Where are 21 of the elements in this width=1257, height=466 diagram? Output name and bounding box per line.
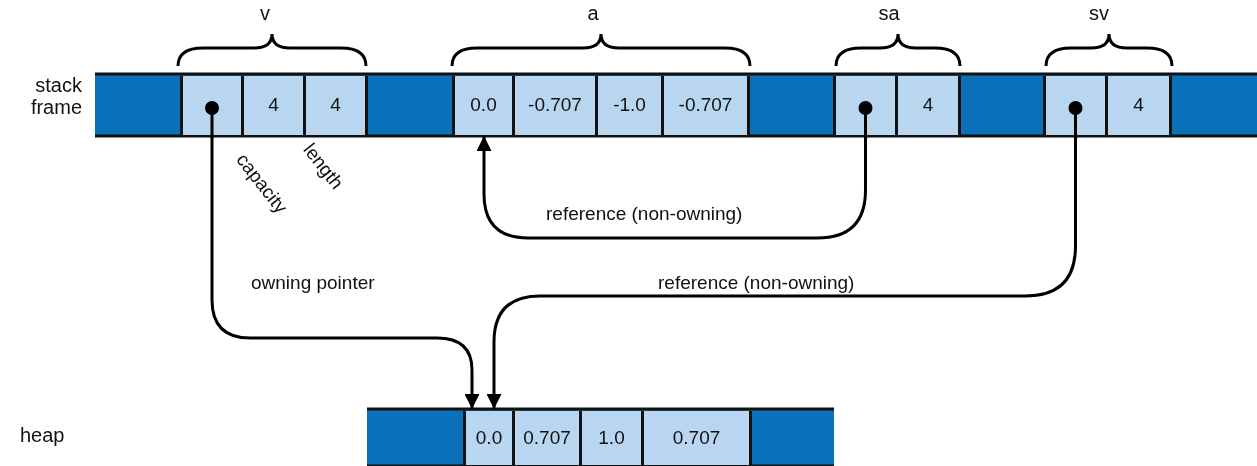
- memory-cell: 0.0: [463, 410, 515, 465]
- memory-cell: 0.707: [641, 410, 752, 465]
- variable-name: v: [260, 2, 270, 24]
- memory-cell: 0.0: [452, 75, 515, 135]
- arrow: [210, 136, 480, 409]
- memory-cell: -1.0: [595, 75, 664, 135]
- memory-cell: 4: [895, 75, 961, 135]
- memory-cell: 4: [303, 75, 368, 135]
- row-label: heap: [20, 424, 65, 446]
- memory-cell: -0.707: [661, 75, 750, 135]
- arrow: [486, 136, 1077, 409]
- arrow: [476, 136, 867, 240]
- memory-cell: 1.0: [579, 410, 644, 465]
- memory-cell: -0.707: [512, 75, 598, 135]
- variable-name: sa: [878, 2, 900, 24]
- variable-name: a: [587, 2, 599, 24]
- memory-cell: 0.707: [512, 410, 582, 465]
- variable-name: sv: [1089, 2, 1109, 24]
- memory-cell: 4: [1105, 75, 1172, 135]
- row-label: stack frame: [29, 74, 82, 118]
- memory-cell: 4: [241, 75, 306, 135]
